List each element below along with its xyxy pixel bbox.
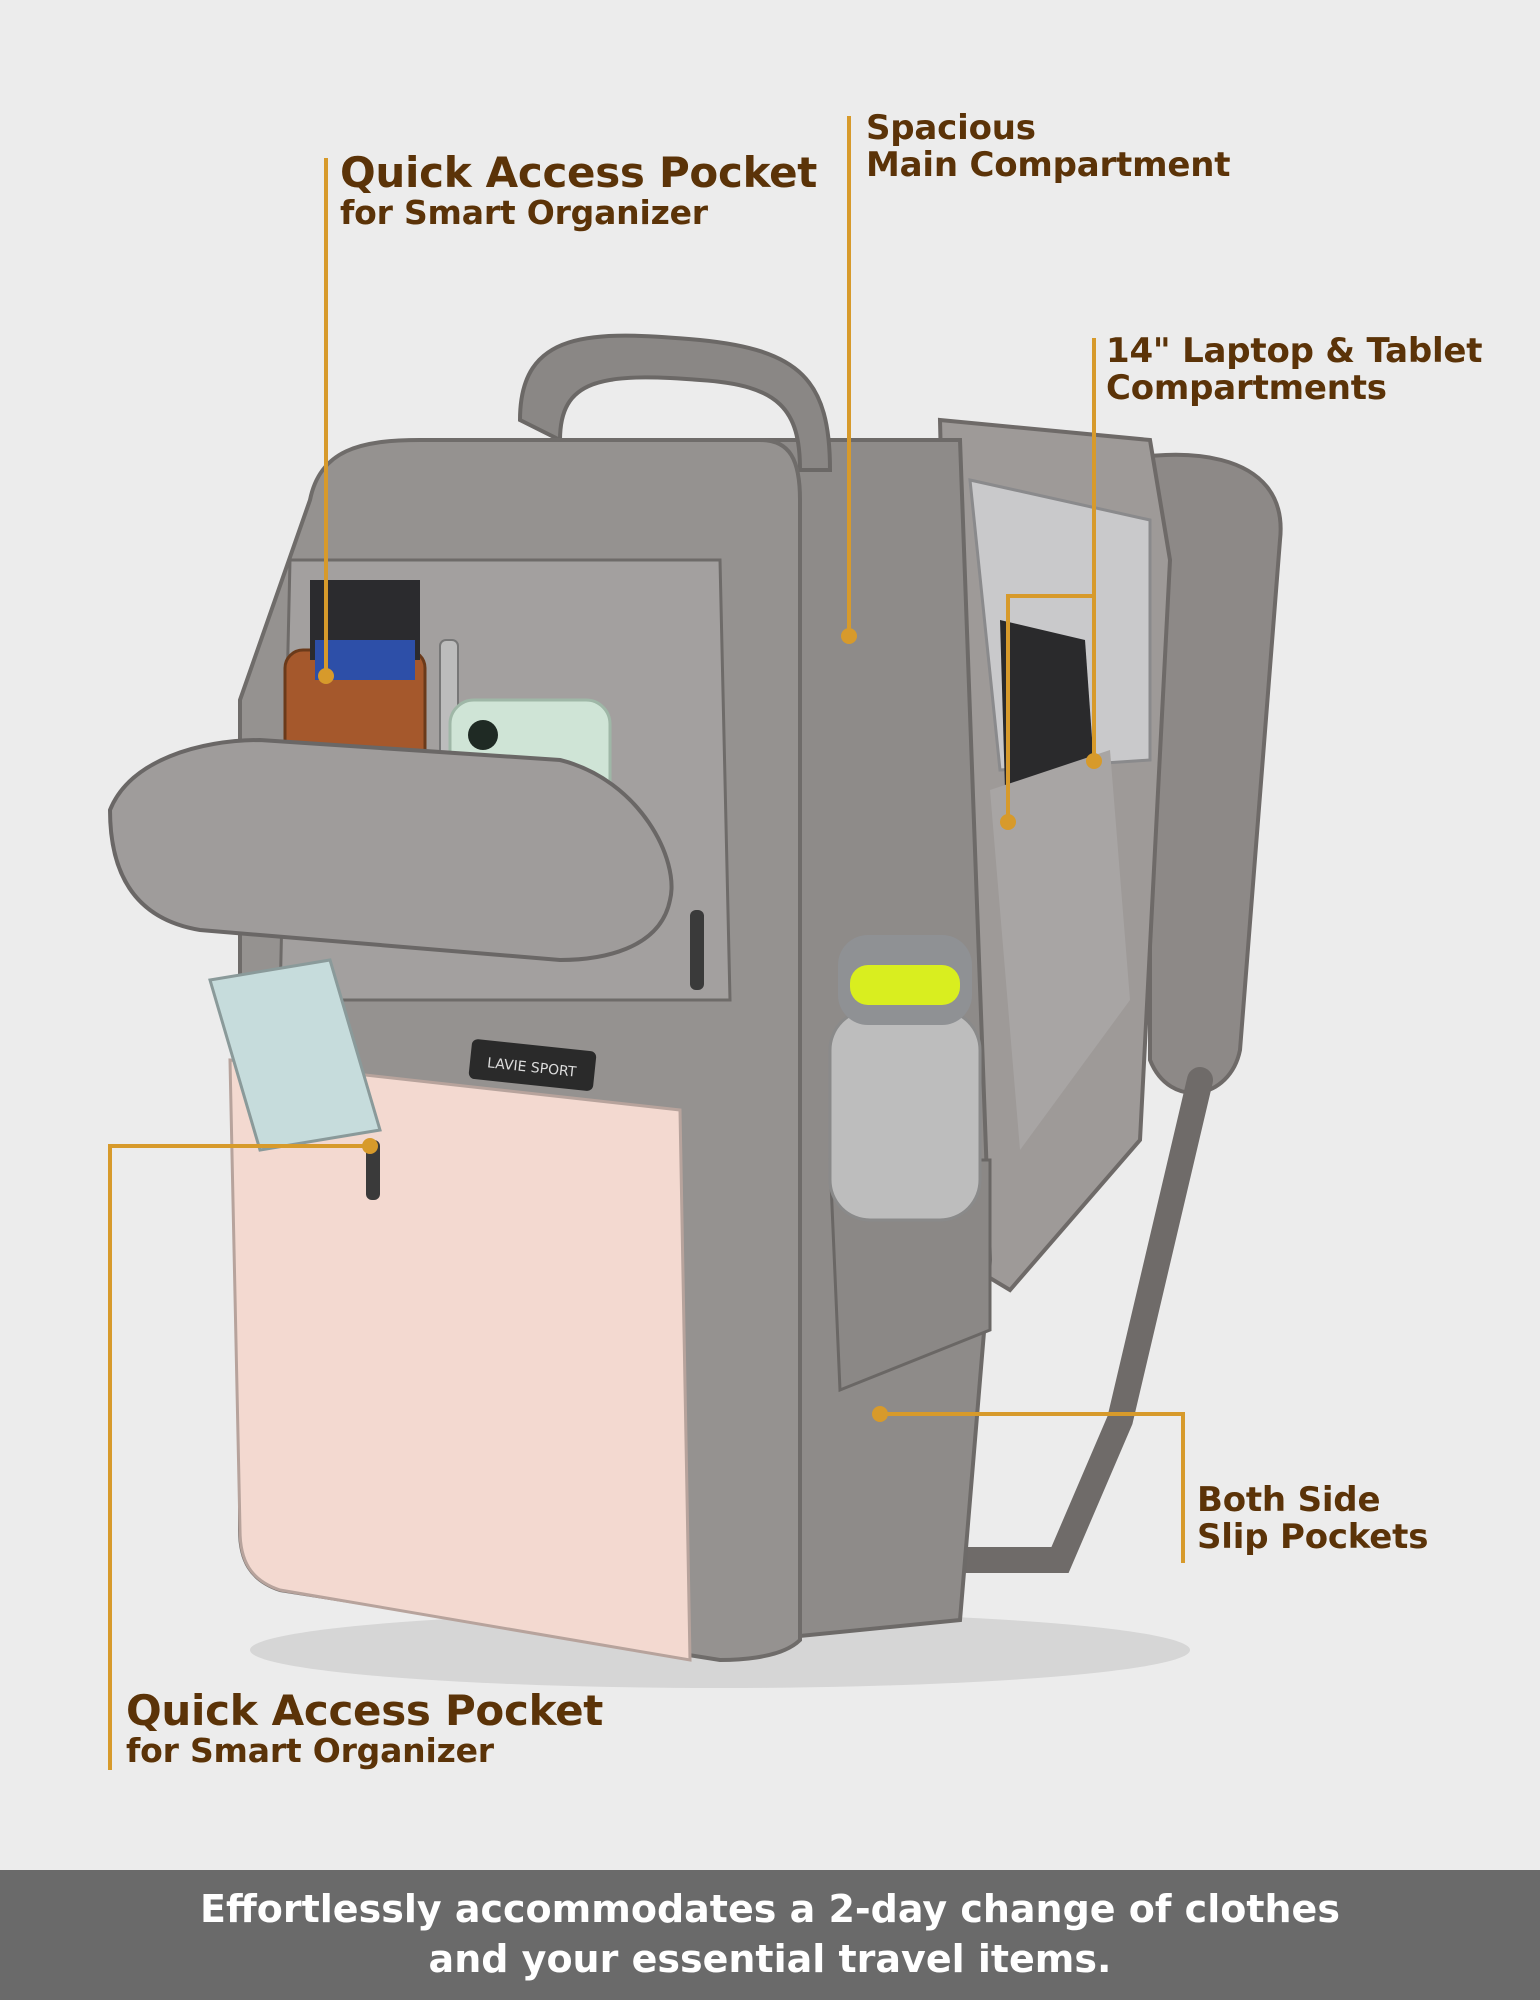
callout-laptop-tablet: 14" Laptop & Tablet Compartments: [1106, 331, 1483, 408]
callout-line-1: Both Side: [1197, 1480, 1381, 1520]
leader-dots: [318, 628, 1102, 1422]
leader-dot: [841, 628, 857, 644]
callout-line-2: Slip Pockets: [1197, 1516, 1429, 1557]
leader-side-pockets: [880, 1412, 1185, 1563]
pink-front-panel: [228, 1058, 692, 1662]
leader-dot: [318, 668, 334, 684]
leader-dot: [872, 1406, 888, 1422]
top-handle: [517, 333, 833, 472]
callout-line-2: Main Compartment: [866, 144, 1231, 185]
strap-webbing: [887, 1067, 1213, 1573]
leader-dot: [362, 1138, 378, 1154]
bottom-banner: Effortlessly accommodates a 2-day change…: [0, 1870, 1540, 2000]
leader-lines: [108, 116, 1185, 1770]
leader-dot: [1000, 814, 1016, 830]
zipper-pull: [366, 1140, 380, 1200]
camera-lens: [468, 720, 498, 750]
shoulder-strap: [1076, 452, 1283, 1095]
callout-quick-access-top: Quick Access Pocket for Smart Organizer: [340, 150, 817, 231]
compartment-lining: [990, 750, 1130, 1150]
callout-side-pockets: Both Side Slip Pockets: [1197, 1482, 1428, 1555]
leader-dot: [1086, 753, 1102, 769]
water-bottle: [828, 1008, 982, 1222]
callout-subtitle: for Smart Organizer: [126, 1731, 494, 1771]
brand-badge: [468, 1039, 597, 1091]
tablet-device: [1000, 620, 1095, 790]
callout-main-compartment: Spacious Main Compartment: [866, 110, 1230, 183]
callout-quick-access-bottom: Quick Access Pocket for Smart Organizer: [126, 1688, 603, 1769]
callout-line-1: Spacious: [866, 108, 1036, 148]
banner-line-2: and your essential travel items.: [428, 1937, 1112, 1981]
banner-line-1: Effortlessly accommodates a 2-day change…: [200, 1887, 1340, 1931]
leader-quick-access-bottom: [108, 1144, 370, 1770]
bottle-cap-accent: [850, 965, 960, 1005]
callout-line-1: 14" Laptop & Tablet: [1106, 331, 1483, 371]
spiral-notebook: [208, 958, 382, 1152]
pocket-flap: [107, 737, 674, 963]
callout-title: Quick Access Pocket: [126, 1686, 604, 1735]
callout-title: Quick Access Pocket: [340, 148, 818, 197]
callout-subtitle: for Smart Organizer: [340, 193, 708, 233]
callout-line-2: Compartments: [1106, 367, 1387, 408]
zipper-pull: [690, 910, 704, 990]
leader-tablet: [1006, 594, 1094, 822]
